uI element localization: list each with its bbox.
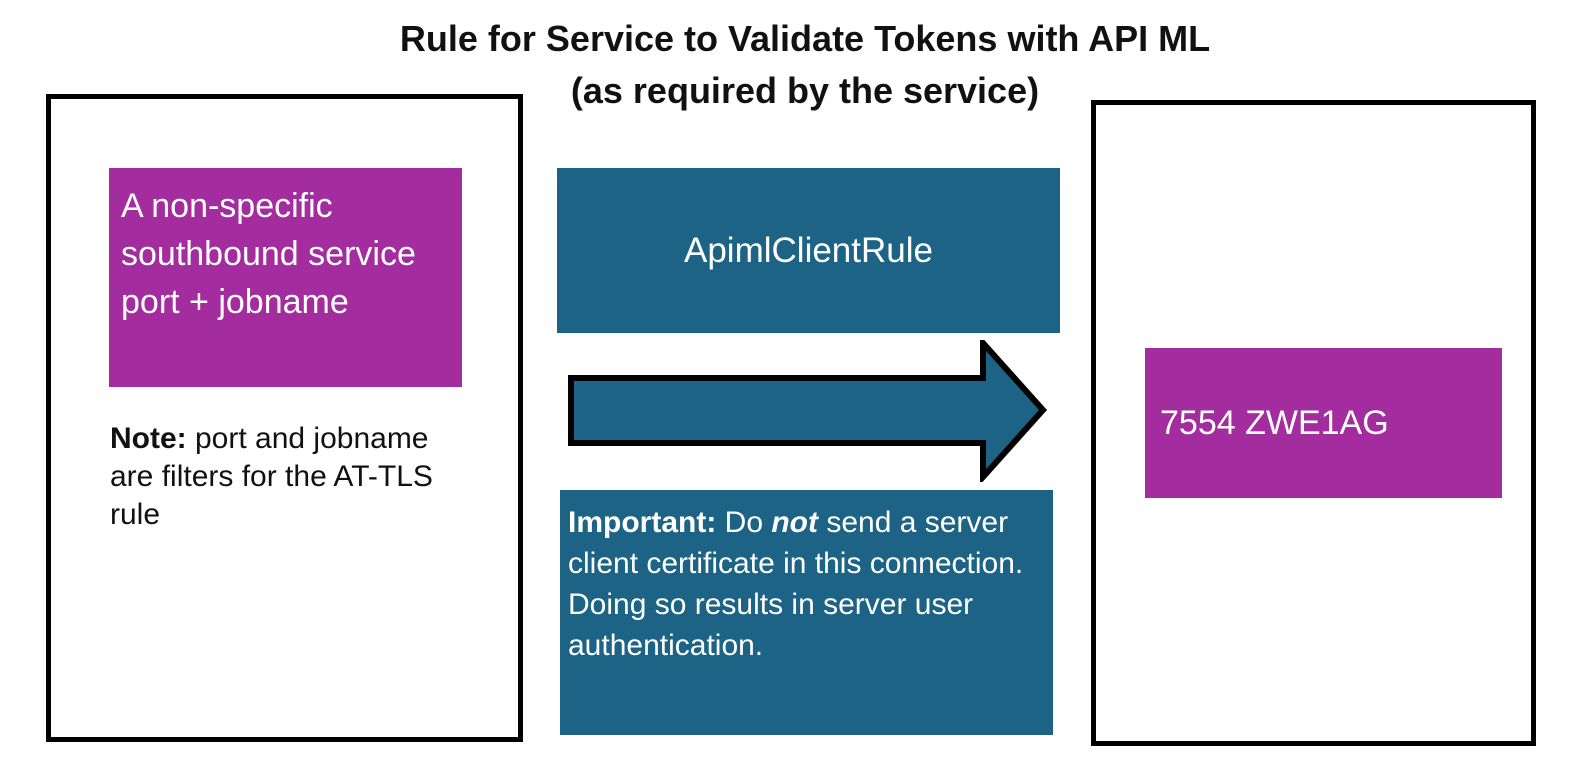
diagram-title-line1: Rule for Service to Validate Tokens with…: [399, 18, 1211, 59]
note-body: port and jobname are filters for the AT-…: [110, 422, 433, 531]
rule-name-box: ApimlClientRule: [557, 168, 1060, 333]
important-prefix: Important:: [568, 506, 717, 539]
rule-name-label: ApimlClientRule: [684, 230, 933, 270]
note-text: Note: port and jobname are filters for t…: [110, 420, 460, 534]
important-note-box: Important: Do not send a server client c…: [560, 490, 1053, 735]
diagram-title: Rule for Service to Validate Tokens with…: [25, 14, 1585, 117]
diagram-title-line2: (as required by the service): [570, 70, 1040, 111]
important-body-end: send a server client certificate in this…: [568, 506, 1024, 662]
note-prefix: Note:: [110, 422, 187, 455]
target-port-jobname-label: 7554 ZWE1AG: [1160, 403, 1389, 442]
important-not-emphasis: not: [771, 506, 818, 539]
service-port-jobname-label: A non-specific southbound service port +…: [121, 187, 416, 321]
service-port-jobname-box: A non-specific southbound service port +…: [109, 168, 462, 387]
right-arrow-icon: [568, 340, 1048, 482]
important-body-start: Do: [716, 506, 772, 539]
target-port-jobname-box: 7554 ZWE1AG: [1145, 348, 1502, 498]
